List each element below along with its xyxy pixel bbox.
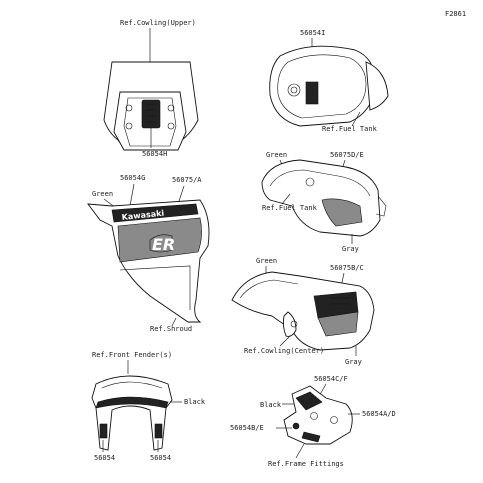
label-tank-top-ref: Ref.Fuel Tank — [322, 125, 378, 133]
label-center-ref: Ref.Cowling(Center) — [244, 347, 324, 355]
label-frame-ref: Ref.Frame Fittings — [268, 460, 344, 468]
label-frame-part-be: 56054B/E — [230, 424, 264, 432]
front-fender-group: Ref.Front Fender(s) Black 56054 56054 — [91, 351, 206, 462]
label-cowl-upper-part: 56054H — [142, 150, 167, 158]
upper-cowling-group: Ref.Cowling(Upper) 56054H — [103, 19, 199, 158]
fuel-tank-top-group: 56054I Ref.Fuel Tank — [269, 29, 389, 133]
frame-fittings-group: 56054C/F Black 56054A/D 56054B/E Ref.Fra… — [230, 375, 396, 468]
label-frame-part-cf: 56054C/F — [314, 375, 348, 383]
fender-decal-left — [99, 423, 108, 439]
label-center-part: 56075B/C — [330, 264, 364, 272]
label-center-green: Green — [256, 257, 277, 265]
label-tank-side-ref: Ref.Fuel Tank — [262, 204, 318, 212]
label-fender-part-left: 56054 — [94, 454, 115, 462]
fuel-tank-side-group: Green 56075D/E Ref.Fuel Tank Gray — [261, 151, 387, 253]
center-cowling-group: Green 56075B/C Ref.Cowling(Center) Gray — [231, 257, 375, 366]
label-center-gray: Gray — [345, 358, 362, 366]
label-frame-part-ad: 56054A/D — [362, 410, 396, 418]
tank-top-decal — [305, 81, 319, 105]
label-tank-side-green: Green — [266, 151, 287, 159]
label-tank-side-part: 56075D/E — [330, 151, 364, 159]
label-tank-side-gray: Gray — [342, 245, 359, 253]
fuel-tank-side — [261, 159, 381, 237]
label-shroud-part-g: 56054G — [120, 174, 145, 182]
label-tank-top-part: 56054I — [300, 29, 325, 37]
label-cowl-upper-ref: Ref.Cowling(Upper) — [120, 19, 196, 27]
label-frame-black: Black — [260, 401, 282, 409]
label-shroud-part-a: 56075/A — [172, 176, 202, 184]
shroud-model-decal: ER — [152, 235, 175, 254]
label-fender-part-right: 56054 — [150, 454, 171, 462]
label-fender-ref: Ref.Front Fender(s) — [92, 351, 172, 359]
fender-decal-right — [154, 423, 163, 439]
shroud-brand-decal: Kawasaki — [121, 209, 165, 222]
shroud-group: 56054G 56075/A Green Kawasaki ER Ref.Shr… — [87, 174, 210, 333]
label-shroud-green: Green — [92, 190, 113, 198]
front-fender — [91, 375, 173, 451]
figure-id: F2861 — [445, 10, 466, 18]
fuel-tank-top — [269, 45, 376, 127]
label-shroud-ref: Ref.Shroud — [150, 325, 192, 333]
label-fender-black: Black — [184, 398, 206, 406]
